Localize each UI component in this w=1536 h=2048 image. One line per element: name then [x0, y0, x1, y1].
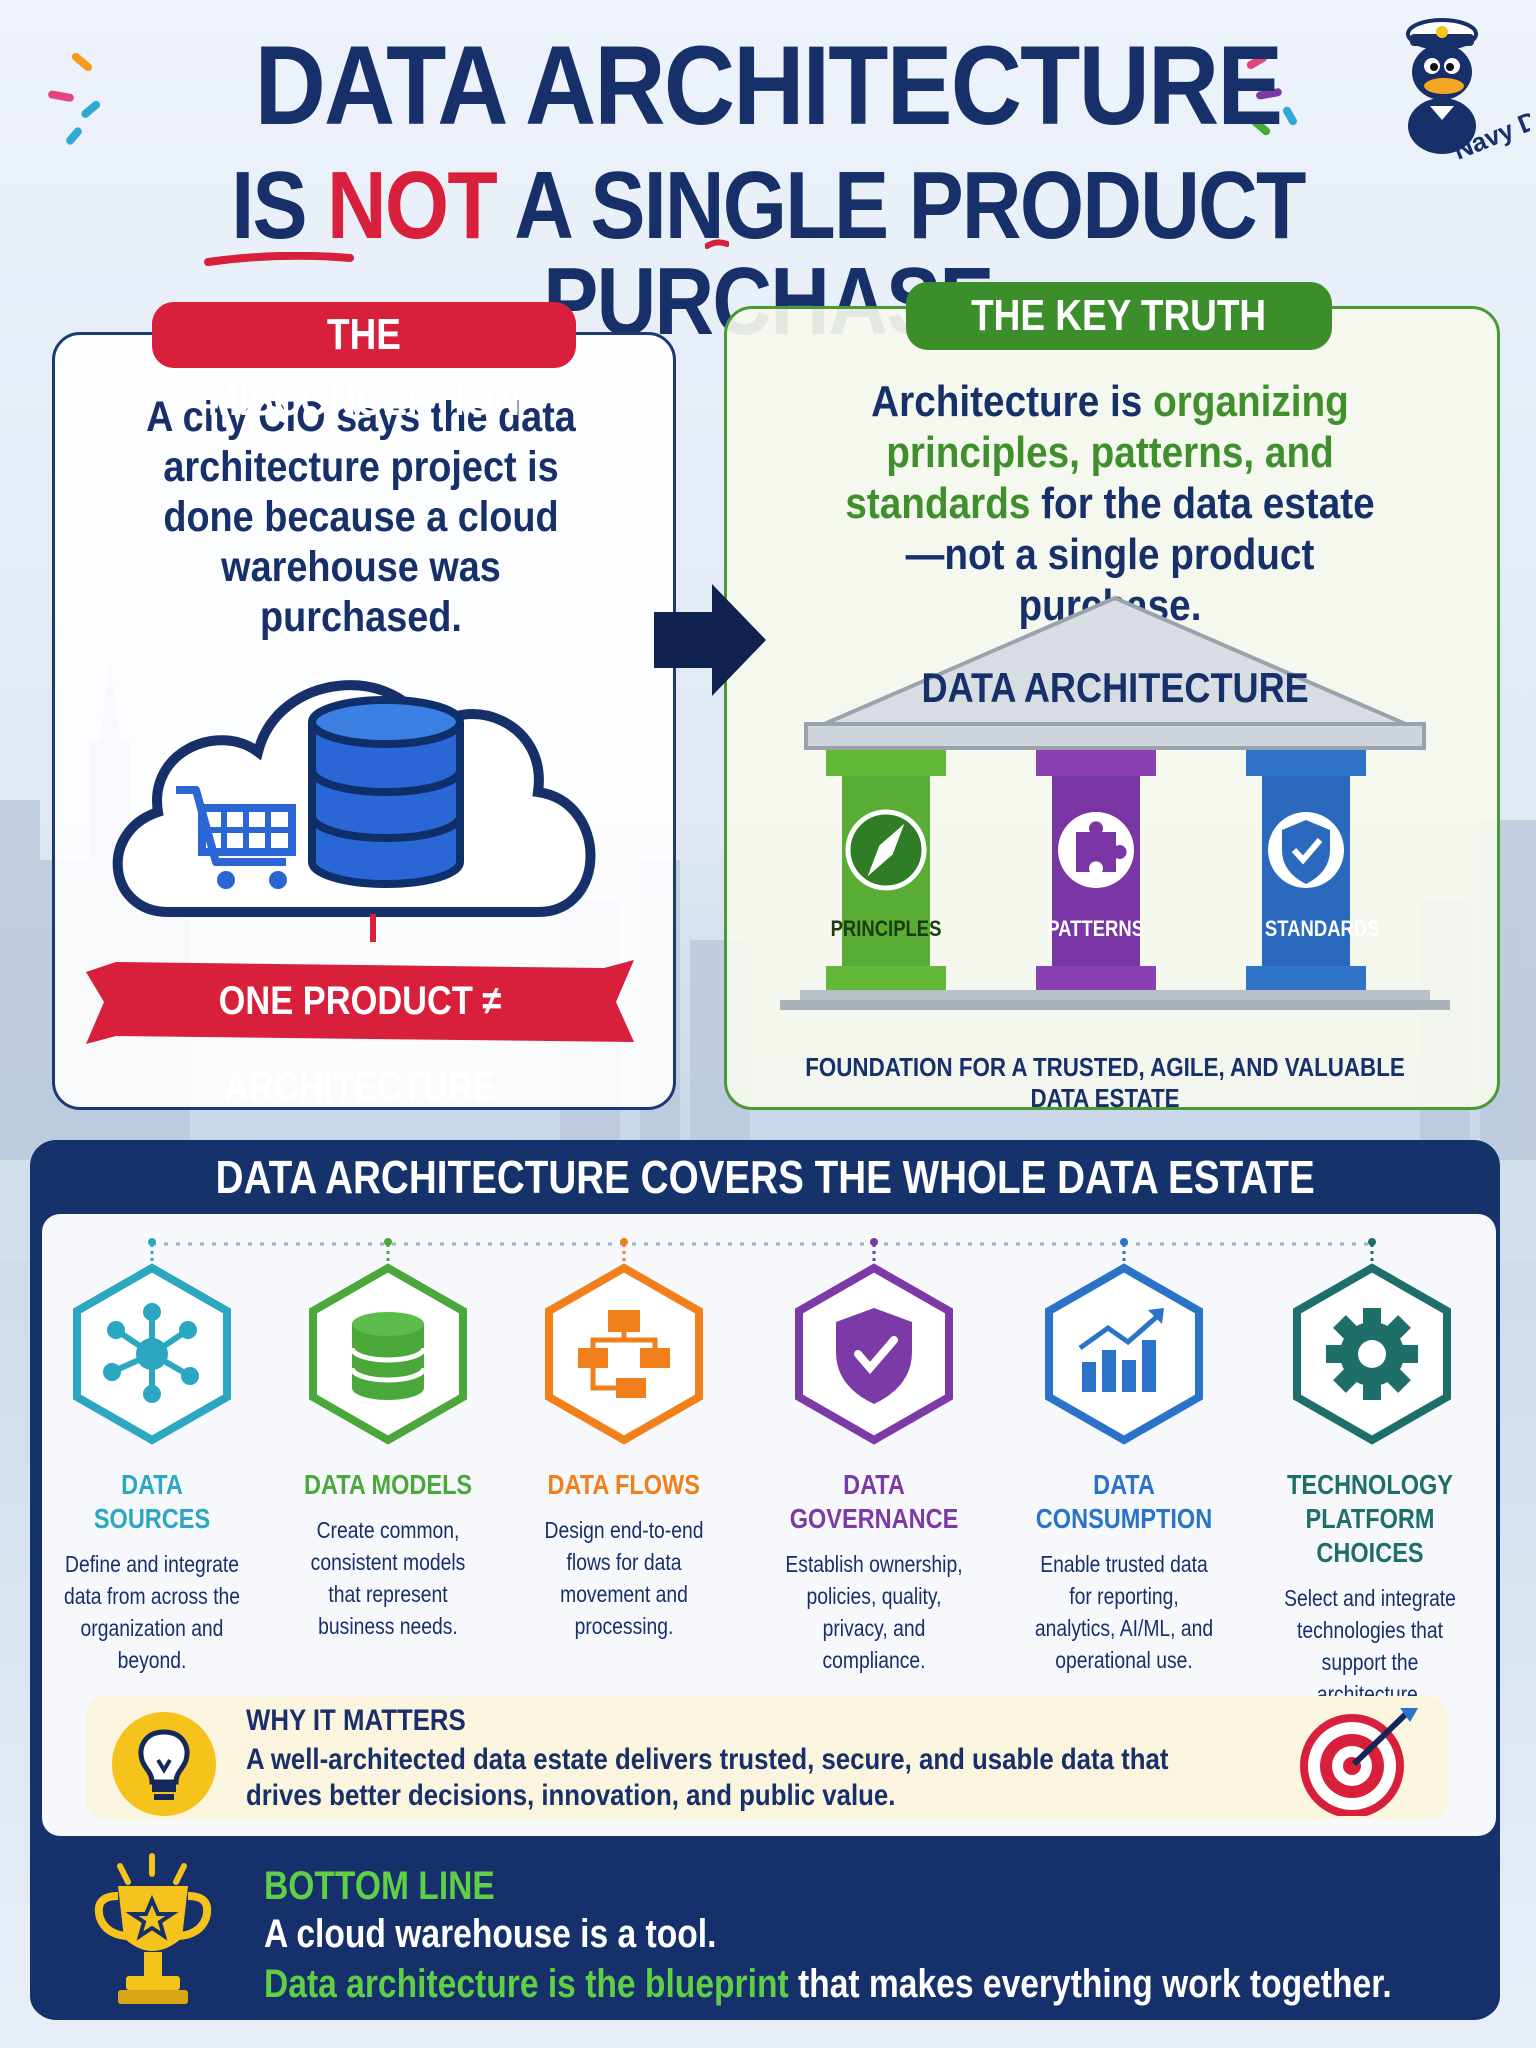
item-title: DATA MODELS: [303, 1469, 473, 1500]
bottom-line-title: BOTTOM LINE: [264, 1864, 495, 1908]
shield-check-icon: [799, 1238, 949, 1440]
item-title: DATA GOVERNANCE: [789, 1469, 959, 1534]
misconception-text: A city CIO says the data architecture pr…: [146, 393, 576, 641]
bottom-line-rest: that makes everything work together.: [788, 1962, 1392, 2006]
trophy-icon: [94, 1853, 212, 2004]
item-title: DATA CONSUMPTION: [1035, 1469, 1213, 1534]
puzzle-piece-icon: [1058, 812, 1134, 888]
bar-chart-icon: [1049, 1238, 1199, 1440]
covers-title: DATA ARCHITECTURE COVERS THE WHOLE DATA …: [215, 1151, 1315, 1203]
architecture-temple-illustration: [780, 596, 1450, 1010]
key-truth-text: Architecture is organizing principles, p…: [845, 377, 1375, 630]
pillar-label-patterns: PATTERNS: [1047, 916, 1145, 941]
estate-icons-row: [42, 1238, 1496, 1484]
title-not-highlight: NOT: [327, 152, 498, 259]
why-title: WHY IT MATTERS: [246, 1704, 466, 1737]
one-product-banner: ONE PRODUCT ≠ ARCHITECTURE: [218, 979, 502, 1109]
one-product-banner-shape: [86, 960, 634, 1044]
bottom-line-card: [30, 1846, 1500, 2018]
item-title: DATA FLOWS: [547, 1469, 701, 1500]
page-title-line1: DATA ARCHITECTURE: [254, 23, 1284, 148]
lightbulb-icon: [112, 1712, 216, 1816]
pillar-label-principles: PRINCIPLES: [830, 916, 942, 941]
item-description: Establish ownership, policies, quality, …: [785, 1551, 963, 1673]
item-description: Design end-to-end flows for data movemen…: [544, 1517, 704, 1639]
item-description: Create common, consistent models that re…: [310, 1517, 466, 1639]
database-icon: [308, 696, 464, 888]
confetti-right-icon: [1246, 54, 1297, 136]
arrow-right-icon: [654, 584, 766, 696]
network-hub-icon: [77, 1238, 227, 1440]
bottom-line-text-1: A cloud warehouse is a tool.: [264, 1912, 717, 1956]
item-description: Select and integrate technologies that s…: [1284, 1585, 1456, 1707]
why-text: A well-architected data estate delivers …: [246, 1743, 1169, 1812]
cloud-warehouse-illustration: [112, 680, 596, 942]
confetti-left-icon: [48, 52, 101, 145]
misconception-label: THE MISCONCEPTION: [152, 302, 576, 425]
item-data-sources: DATA SOURCES Define and integrate data f…: [47, 1468, 257, 1676]
compass-icon: [845, 809, 927, 891]
foundation-text: FOUNDATION FOR A TRUSTED, AGILE, AND VAL…: [805, 1052, 1405, 1113]
item-title: DATA SOURCES: [93, 1469, 211, 1534]
bottom-line-text-2: Data architecture is the blueprint that …: [264, 1962, 1392, 2007]
why-it-matters-card: [86, 1696, 1448, 1820]
item-description: Define and integrate data from across th…: [63, 1551, 241, 1673]
item-data-models: DATA MODELS Create common, consistent mo…: [283, 1468, 493, 1642]
navy-duck-logo: Navy Duck: [1380, 10, 1536, 190]
temple-title: DATA ARCHITECTURE: [921, 664, 1309, 711]
item-title: TECHNOLOGY PLATFORM CHOICES: [1287, 1469, 1453, 1568]
item-data-consumption: DATA CONSUMPTION Enable trusted data for…: [1009, 1468, 1239, 1676]
key-truth-label: THE KEY TRUTH: [906, 282, 1332, 350]
pillar-label-standards: STANDARDS: [1264, 916, 1380, 941]
bottom-line-highlight: Data architecture is the blueprint: [264, 1962, 789, 2006]
shield-check-icon: [1268, 812, 1344, 888]
item-data-governance: DATA GOVERNANCE Establish ownership, pol…: [764, 1468, 984, 1676]
item-technology-platform: TECHNOLOGY PLATFORM CHOICES Select and i…: [1255, 1468, 1485, 1710]
gear-icon: [1297, 1238, 1447, 1440]
item-data-flows: DATA FLOWS Design end-to-end flows for d…: [519, 1468, 729, 1642]
flowchart-icon: [549, 1238, 699, 1440]
shopping-cart-icon: [176, 786, 296, 889]
product-underline-stroke: [705, 239, 729, 249]
title-is: IS: [231, 152, 307, 259]
not-underline-stroke: [204, 252, 354, 266]
target-icon: [1300, 1708, 1418, 1816]
item-description: Enable trusted data for reporting, analy…: [1034, 1551, 1214, 1673]
database-icon: [313, 1238, 463, 1440]
